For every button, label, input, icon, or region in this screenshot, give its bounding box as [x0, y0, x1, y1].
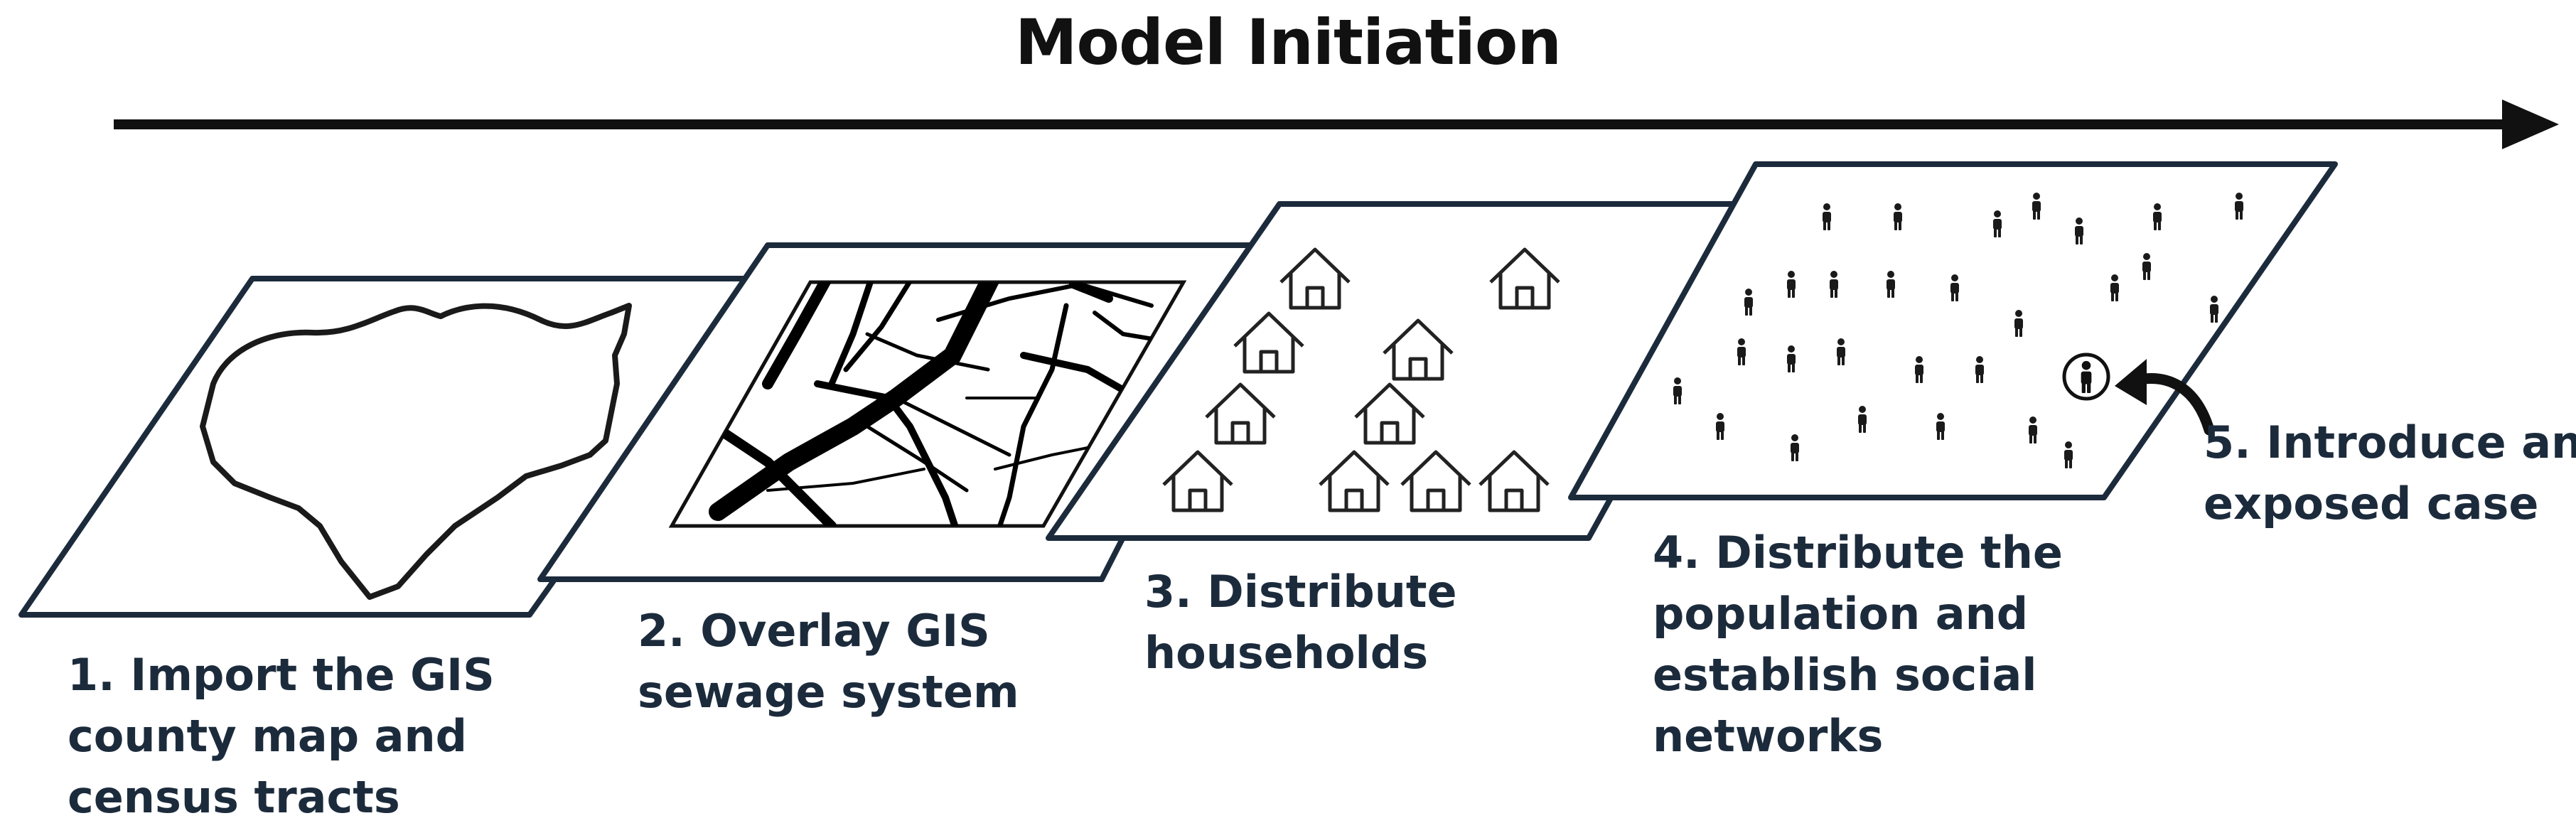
house-icon: [1279, 247, 1351, 310]
person-icon: [1936, 413, 1945, 440]
house-icon: [1354, 382, 1425, 445]
person-icon: [2142, 253, 2151, 280]
house-icon: [1478, 450, 1550, 512]
diagram-title: Model Initiation: [1014, 6, 1562, 79]
person-icon: [1993, 210, 2002, 237]
person-icon: [2110, 274, 2119, 301]
person-icon: [1830, 271, 1838, 298]
person-icon: [1894, 203, 1902, 230]
house-icons: [1162, 247, 1560, 512]
person-icon: [1737, 338, 1746, 365]
person-icon: [1975, 356, 1984, 383]
house-icon: [1400, 450, 1471, 512]
person-icon: [2210, 296, 2218, 323]
person-icon: [2014, 310, 2023, 337]
person-icon: [1716, 413, 1724, 440]
house-icon: [1205, 382, 1276, 445]
timeline-arrow: [114, 100, 2559, 149]
county-outline: [200, 303, 632, 600]
person-icon: [1887, 271, 1895, 298]
house-icon: [1162, 450, 1233, 512]
house-icon: [1233, 311, 1304, 374]
person-icon: [2032, 193, 2041, 220]
exposed-case-arrow: [2115, 359, 2215, 436]
house-icon: [1319, 450, 1390, 512]
person-icons: [1673, 193, 2243, 468]
person-icon: [1858, 406, 1867, 433]
person-icon: [2235, 193, 2243, 220]
person-icon: [2029, 416, 2037, 443]
exposed-case-marker: [2062, 353, 2110, 401]
person-icon: [1744, 289, 1753, 316]
person-icon: [1823, 203, 1831, 230]
sewage-network: [709, 282, 1168, 526]
person-icon: [2153, 203, 2162, 230]
person-icon: [2064, 441, 2073, 468]
exposed-person-icon: [2081, 360, 2092, 394]
person-icon: [1787, 271, 1796, 298]
person-icon: [1915, 356, 1923, 383]
person-icon: [1673, 377, 1682, 404]
person-icon: [2075, 217, 2083, 244]
person-icon: [1950, 274, 1959, 301]
house-icon: [1489, 247, 1560, 310]
person-icon: [1837, 338, 1845, 365]
house-icon: [1383, 318, 1454, 381]
panel-4-population: [1568, 161, 2338, 500]
person-icon: [1787, 345, 1796, 372]
person-icon: [1791, 434, 1799, 461]
